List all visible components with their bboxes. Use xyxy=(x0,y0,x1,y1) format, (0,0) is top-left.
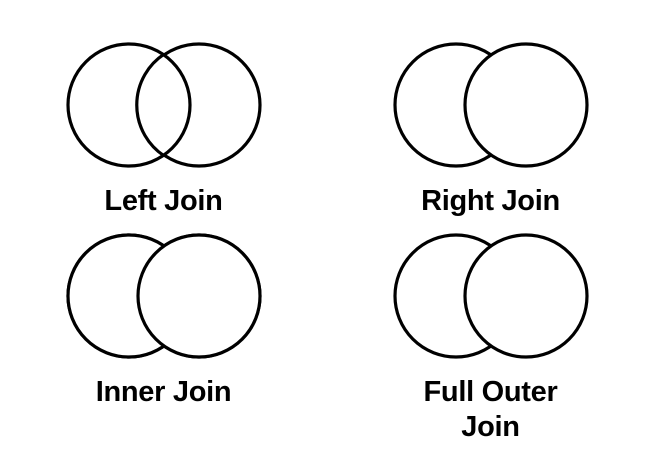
panel-right-join: Right Join xyxy=(327,0,654,228)
panel-left-join: Left Join xyxy=(0,0,327,228)
label-right-join: Right Join xyxy=(421,185,560,217)
venn-full-outer-join-icon xyxy=(392,233,589,359)
venn-left-join-icon xyxy=(65,42,262,168)
panel-full-outer-join: Full Outer Join xyxy=(327,228,654,474)
venn-right-join-icon xyxy=(392,42,589,168)
label-inner-join: Inner Join xyxy=(95,376,232,408)
panel-inner-join: Inner Join xyxy=(0,228,327,474)
label-full-outer-join: Full Outer Join xyxy=(423,376,558,444)
venn-inner-join-icon xyxy=(65,233,262,359)
label-left-join: Left Join xyxy=(104,185,223,217)
